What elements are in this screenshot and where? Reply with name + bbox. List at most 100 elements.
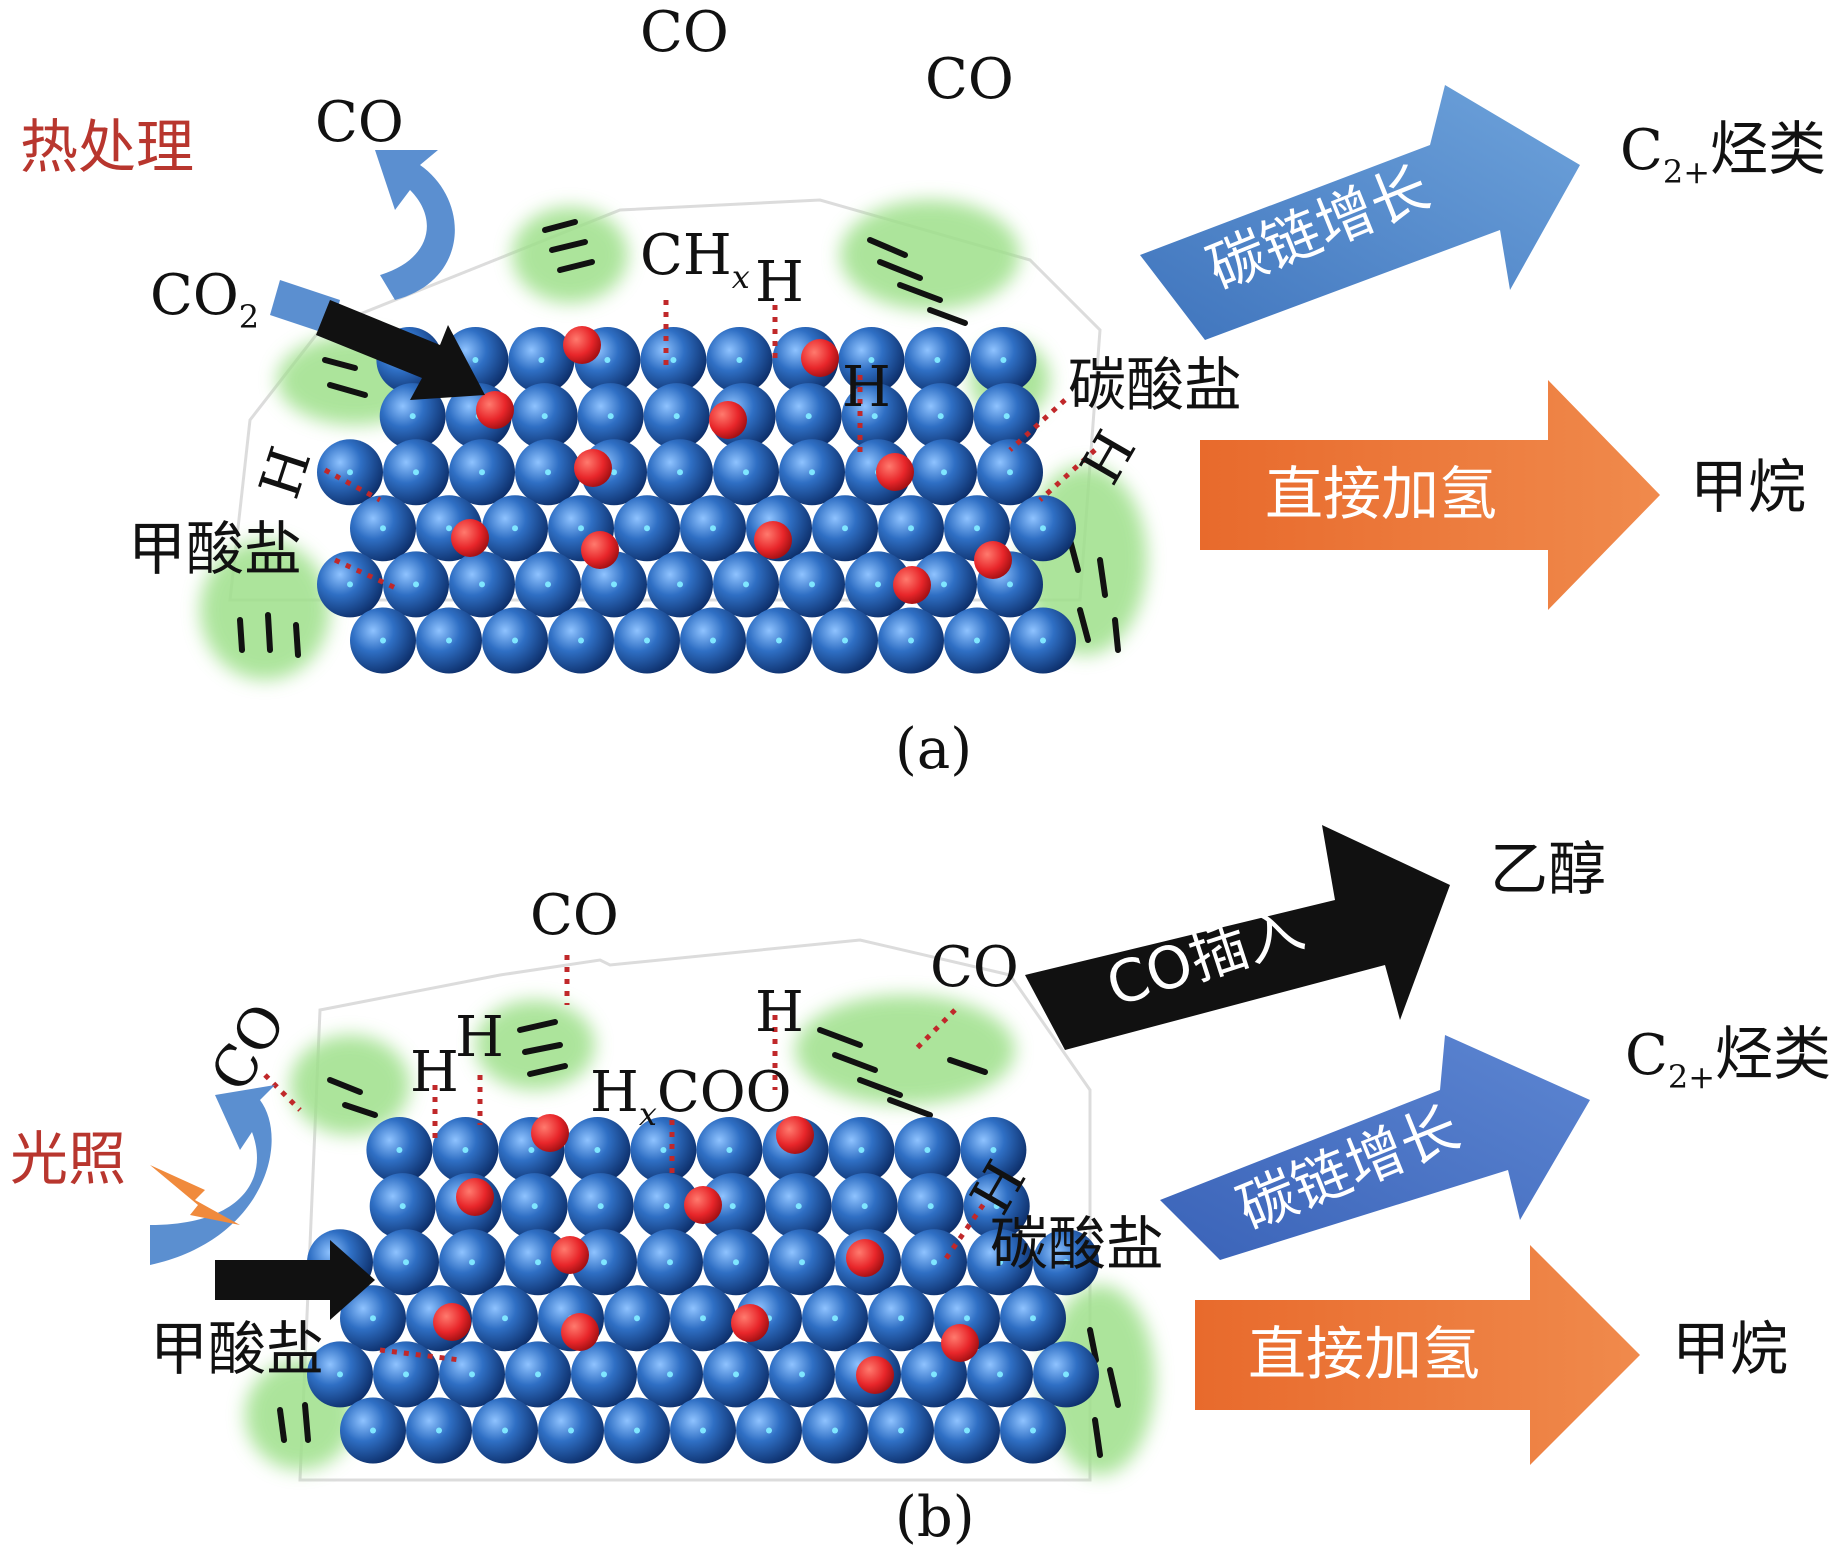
atom-highlight	[469, 1259, 475, 1265]
atom-highlight	[809, 469, 815, 475]
atom-highlight	[594, 1147, 600, 1153]
atom-highlight	[667, 1259, 673, 1265]
h-label-a1: H	[755, 255, 804, 311]
atom-highlight	[931, 1371, 937, 1377]
atom-highlight	[941, 581, 947, 587]
chx-label-a: CHx	[640, 228, 750, 284]
hxcoo-label-b: HxCOO	[590, 1065, 792, 1121]
co-label-a1: CO	[315, 95, 404, 151]
atom-highlight	[1007, 581, 1013, 587]
h-label-a2: H	[842, 360, 891, 416]
atom-highlight	[730, 1203, 736, 1209]
co2-label-a: CO2	[150, 268, 259, 324]
carbonate-label-b: 碳酸盐	[990, 1215, 1164, 1273]
atom-highlight	[832, 1428, 838, 1434]
atom-highlight	[875, 581, 881, 587]
adsorbate-atom	[754, 521, 792, 559]
carbonate-label-a: 碳酸盐	[1068, 356, 1242, 414]
atom-highlight	[413, 469, 419, 475]
atom-highlight	[832, 1315, 838, 1321]
product-c2-a: C2+烃类	[1620, 120, 1826, 179]
atom-highlight	[733, 1371, 739, 1377]
atom-highlight	[974, 638, 980, 644]
atom-highlight	[674, 413, 680, 419]
adsorbate-atom	[731, 1304, 769, 1342]
adsorbate-atom	[974, 541, 1012, 579]
atom-highlight	[1030, 1315, 1036, 1321]
atom-highlight	[670, 357, 676, 363]
atom-highlight	[677, 469, 683, 475]
atom-highlight	[842, 638, 848, 644]
atom-highlight	[611, 469, 617, 475]
atom-highlight	[396, 1147, 402, 1153]
atom-highlight	[502, 1315, 508, 1321]
adsorbate-atom	[801, 339, 839, 377]
atom-highlight	[611, 581, 617, 587]
product-methane-b: 甲烷	[1672, 1320, 1788, 1378]
atom-highlight	[545, 581, 551, 587]
atom-highlight	[743, 581, 749, 587]
atom-highlight	[370, 1428, 376, 1434]
h-label-b1: H	[410, 1045, 459, 1101]
atom-highlight	[1040, 525, 1046, 531]
atom-highlight	[410, 413, 416, 419]
adsorbate-atom	[551, 1236, 589, 1274]
atom-highlight	[776, 638, 782, 644]
atom-highlight	[660, 1147, 666, 1153]
adsorbate-atom	[476, 391, 514, 429]
adsorbate-atom	[456, 1178, 494, 1216]
atom-highlight	[380, 525, 386, 531]
atom-highlight	[1063, 1371, 1069, 1377]
atom-highlight	[535, 1259, 541, 1265]
atom-highlight	[469, 1371, 475, 1377]
adsorbate-atom	[846, 1239, 884, 1277]
atom-highlight	[710, 525, 716, 531]
atom-highlight	[601, 1371, 607, 1377]
atom-highlight	[608, 413, 614, 419]
atom-highlight	[512, 638, 518, 644]
atom-highlight	[842, 525, 848, 531]
adsorbate-atom	[684, 1186, 722, 1224]
atom-highlight	[1004, 413, 1010, 419]
atom-highlight	[990, 1147, 996, 1153]
atom-highlight	[1040, 638, 1046, 644]
atom-highlight	[743, 469, 749, 475]
atom-highlight	[479, 469, 485, 475]
atom-highlight	[997, 1371, 1003, 1377]
h-label-b2: H	[455, 1010, 504, 1066]
atom-highlight	[347, 581, 353, 587]
atom-highlight	[766, 1428, 772, 1434]
adsorbate-atom	[876, 453, 914, 491]
atom-highlight	[472, 357, 478, 363]
atom-highlight	[664, 1203, 670, 1209]
direct-hydrogenation-text-a: 直接加氢	[1265, 465, 1497, 523]
atom-highlight	[644, 638, 650, 644]
atom-highlight	[667, 1371, 673, 1377]
atom-highlight	[568, 1428, 574, 1434]
atom-highlight	[403, 1259, 409, 1265]
co-label-a3: CO	[925, 52, 1014, 108]
atom-highlight	[938, 413, 944, 419]
atom-highlight	[799, 1371, 805, 1377]
atom-highlight	[1030, 1428, 1036, 1434]
atom-highlight	[941, 469, 947, 475]
atom-highlight	[578, 525, 584, 531]
adsorbate-atom	[561, 1313, 599, 1351]
formate-label-b: 甲酸盐	[150, 1320, 324, 1378]
atom-highlight	[806, 413, 812, 419]
atom-highlight	[634, 1315, 640, 1321]
co-release-arrow-a	[375, 150, 455, 300]
atom-highlight	[535, 1371, 541, 1377]
adsorbate-atom	[563, 326, 601, 364]
co-label-a2: CO	[640, 5, 729, 61]
atom-highlight	[862, 1203, 868, 1209]
atom-highlight	[733, 1259, 739, 1265]
direct-hydrogenation-text-b: 直接加氢	[1248, 1325, 1480, 1383]
mode-label-light: 光照	[10, 1130, 126, 1188]
atom-highlight	[337, 1371, 343, 1377]
atom-highlight	[538, 357, 544, 363]
atom-highlight	[898, 1428, 904, 1434]
atom-highlight	[677, 581, 683, 587]
atom-highlight	[796, 1203, 802, 1209]
adsorbate-atom	[581, 531, 619, 569]
